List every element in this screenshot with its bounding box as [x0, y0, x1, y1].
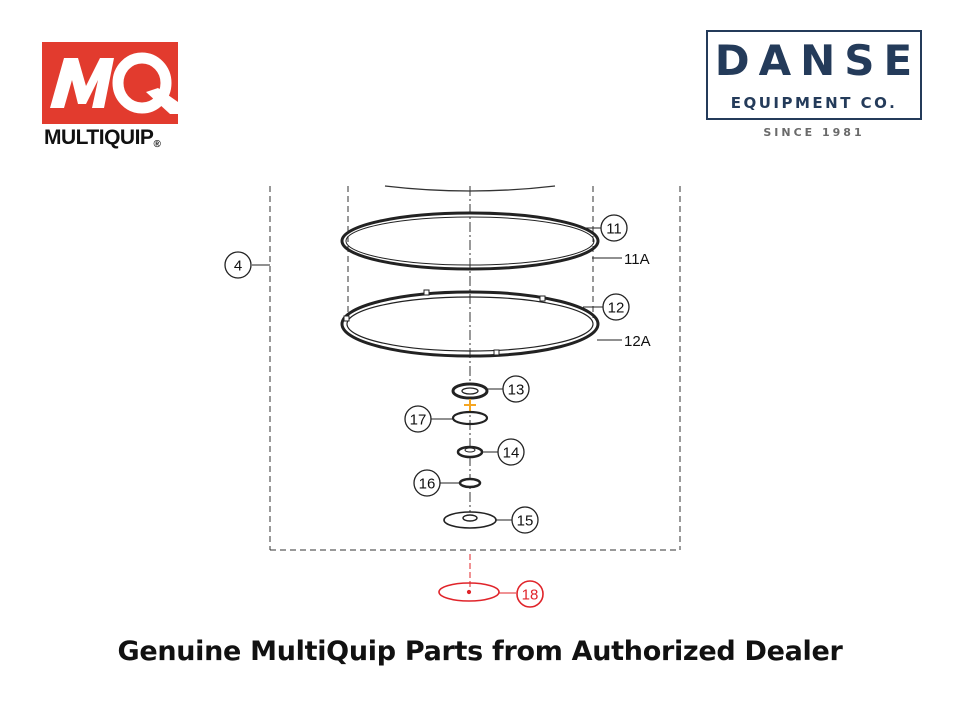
callout-18-text: 18 — [522, 587, 539, 604]
callout-13: 13 — [502, 375, 530, 403]
alignment-marker — [464, 399, 476, 411]
callout-16-text: 16 — [419, 476, 436, 493]
multiquip-wordmark-text: MULTIQUIP — [44, 126, 154, 149]
callout-12: 12 — [602, 293, 630, 321]
callout-13-text: 13 — [508, 382, 525, 399]
callout-18: 18 — [516, 580, 544, 608]
callout-12-text: 12 — [608, 300, 625, 317]
callout-14: 14 — [497, 438, 525, 466]
callout-15-text: 15 — [517, 513, 534, 530]
callout-17-text: 17 — [410, 412, 427, 429]
registered-mark: ® — [153, 139, 161, 150]
part-16-spacer — [458, 477, 482, 489]
danse-name: DANSE — [714, 36, 922, 85]
callout-17: 17 — [404, 405, 432, 433]
multiquip-logo: MULTIQUIP® — [42, 42, 182, 152]
callout-15: 15 — [511, 506, 539, 534]
multiquip-mq-mark — [50, 52, 178, 114]
part-13-bushing — [451, 382, 489, 400]
callout-11: 11 — [600, 214, 628, 242]
multiquip-wordmark: MULTIQUIP® — [44, 126, 161, 150]
callout-4-text: 4 — [234, 258, 242, 275]
part-15-plate — [443, 511, 497, 529]
danse-logo-box — [706, 30, 922, 120]
assembly-frame — [269, 186, 681, 590]
ring-11 — [340, 211, 600, 271]
dealer-tagline: Genuine MultiQuip Parts from Authorized … — [117, 636, 843, 667]
top-disk-edge — [384, 185, 556, 192]
callout-16: 16 — [413, 469, 441, 497]
part-17-oring — [451, 410, 489, 426]
danse-since: SINCE 1981 — [763, 126, 865, 139]
danse-subtitle: EQUIPMENT CO. — [730, 94, 898, 112]
ring-12 — [340, 289, 600, 358]
callout-12a-text: 12A — [624, 333, 651, 350]
callout-4: 4 — [224, 251, 252, 279]
part-14-washer — [456, 445, 484, 459]
callout-11a-text: 11A — [624, 251, 650, 268]
callout-11-text: 11 — [606, 221, 622, 238]
danse-logo: DANSE EQUIPMENT CO. SINCE 1981 — [706, 30, 926, 142]
leader-lines — [252, 227, 622, 521]
callout-14-text: 14 — [503, 445, 520, 462]
part-18-pad — [438, 582, 500, 602]
